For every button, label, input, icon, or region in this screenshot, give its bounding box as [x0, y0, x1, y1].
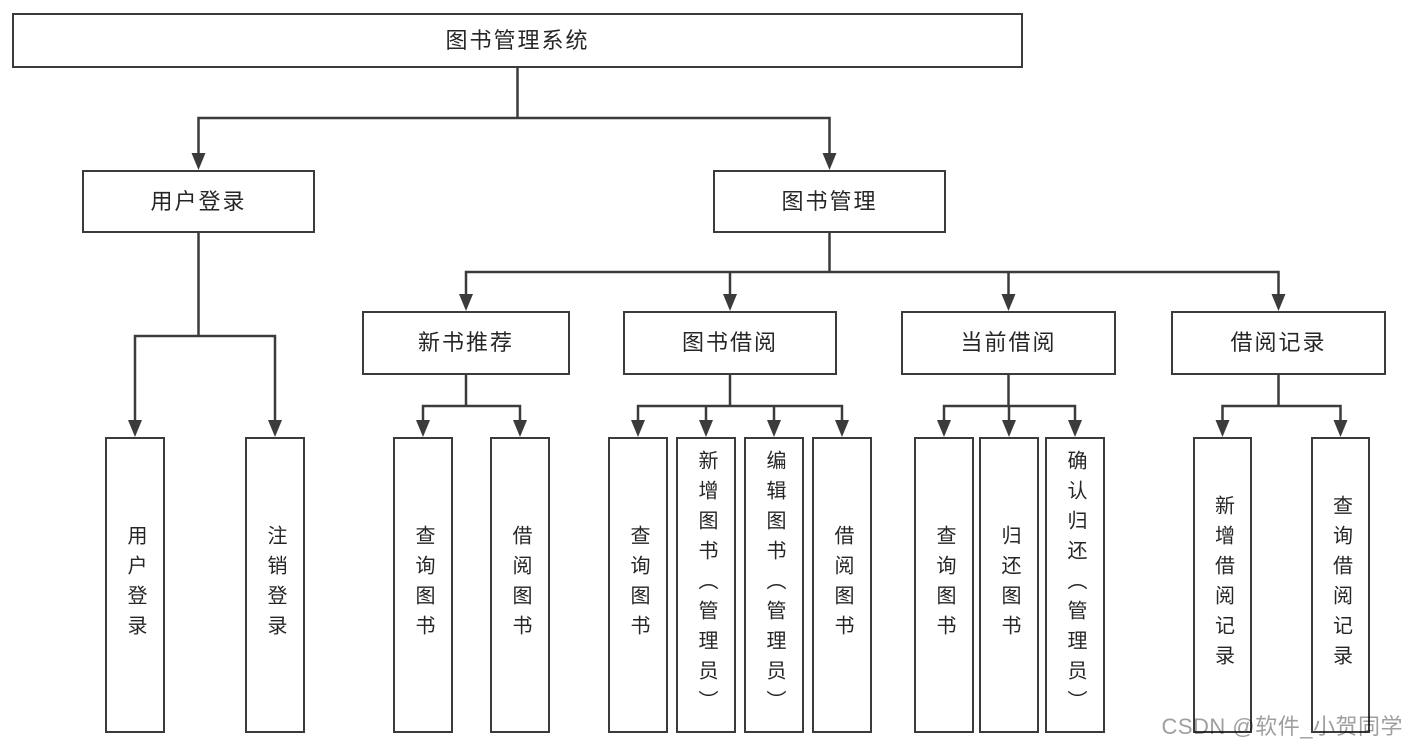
leaf-borrow-query-books: 查询图书: [608, 437, 668, 733]
node-current-borrow: 当前借阅: [901, 311, 1116, 375]
leaf-records-query-record: 查询借阅记录: [1311, 437, 1370, 733]
leaf-newbook-query-books: 查询图书: [393, 437, 453, 733]
leaf-user-login: 用户登录: [105, 437, 165, 733]
leaf-current-return-books: 归还图书: [979, 437, 1039, 733]
connector-lines: [133, 68, 1342, 421]
leaf-current-confirm-return-admin: 确认归还（管理员）: [1045, 437, 1105, 733]
arrowheads: [128, 153, 1348, 437]
leaf-borrow-add-books-admin: 新增图书（管理员）: [676, 437, 736, 733]
leaf-newbook-borrow-books: 借阅图书: [490, 437, 550, 733]
leaf-current-query-books: 查询图书: [914, 437, 974, 733]
node-book-borrow: 图书借阅: [623, 311, 837, 375]
leaf-borrow-edit-books-admin: 编辑图书（管理员）: [744, 437, 804, 733]
leaf-records-add-record: 新增借阅记录: [1193, 437, 1252, 733]
leaf-logout: 注销登录: [245, 437, 305, 733]
node-borrow-records: 借阅记录: [1171, 311, 1386, 375]
node-root: 图书管理系统: [12, 13, 1023, 68]
node-user-login: 用户登录: [82, 170, 315, 233]
node-new-book-recommend: 新书推荐: [362, 311, 570, 375]
node-book-management: 图书管理: [713, 170, 946, 233]
csdn-watermark: CSDN @软件_小贺同学: [1161, 714, 1403, 739]
leaf-borrow-borrow-books: 借阅图书: [812, 437, 872, 733]
